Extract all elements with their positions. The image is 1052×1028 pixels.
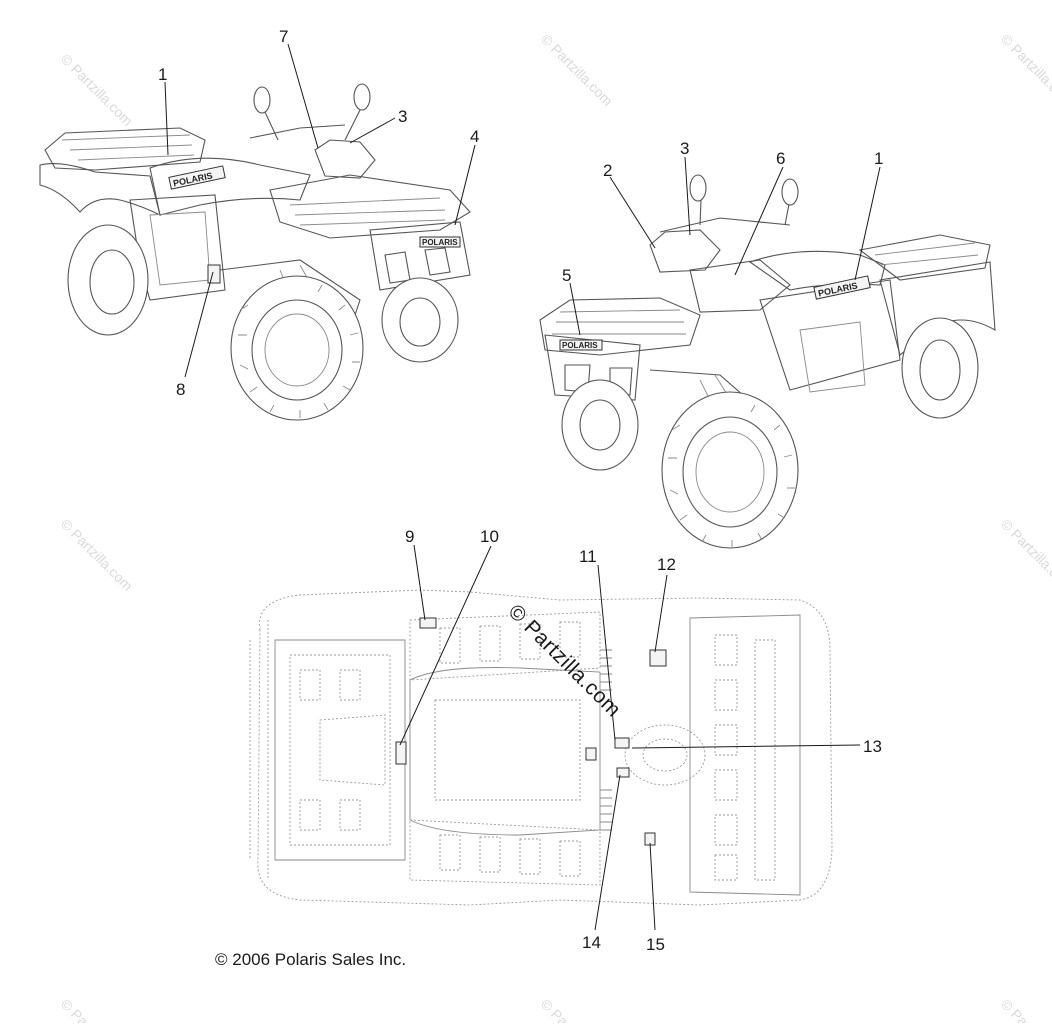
leader-lines — [164, 43, 881, 931]
faint-watermark-clone: © Partzilla.com — [538, 996, 616, 1023]
callout-13: 13 — [863, 737, 882, 756]
faint-watermark-clone: © Partzilla.com — [998, 516, 1052, 594]
faint-watermark-clone: © Partzilla.com — [998, 31, 1052, 109]
callout-5: 5 — [562, 266, 571, 285]
atv-top-view — [249, 589, 833, 906]
faint-watermark-clone: © Partzilla.com — [998, 996, 1052, 1023]
faint-watermark-clone: © Partzilla.com — [58, 996, 136, 1023]
callout-6: 6 — [776, 149, 785, 168]
faint-watermarks: © Partzilla.com — [58, 51, 136, 129]
callout-2: 2 — [603, 161, 612, 180]
callout-9: 9 — [405, 527, 414, 546]
callout-1-right: 1 — [874, 149, 883, 168]
callout-3-left: 3 — [398, 107, 407, 126]
atv-left-view: POLARIS POLARIS — [39, 83, 471, 421]
faint-watermark-text: © Partzilla.com — [58, 51, 136, 129]
callout-1-left: 1 — [158, 65, 167, 84]
callout-8: 8 — [176, 380, 185, 399]
brand-decal-front-left: POLARIS — [422, 238, 458, 247]
callout-3-right: 3 — [680, 139, 689, 158]
callout-4: 4 — [470, 127, 479, 146]
atv-right-view: POLARIS POLARIS — [539, 174, 996, 549]
callout-11: 11 — [579, 547, 597, 566]
callout-15: 15 — [646, 935, 665, 954]
faint-watermark-clone: © Partzilla.com — [58, 516, 136, 594]
callout-7: 7 — [279, 27, 288, 46]
callout-10: 10 — [480, 527, 499, 546]
callout-numbers: 1 7 3 4 8 2 3 6 1 5 9 10 11 12 13 14 15 — [158, 27, 883, 954]
brand-decal-front-right: POLARIS — [562, 341, 598, 350]
faint-watermark-clone: © Partzilla.com — [538, 31, 616, 109]
callout-12: 12 — [657, 555, 676, 574]
callout-14: 14 — [582, 933, 601, 952]
copyright-notice: © 2006 Polaris Sales Inc. — [215, 950, 407, 969]
